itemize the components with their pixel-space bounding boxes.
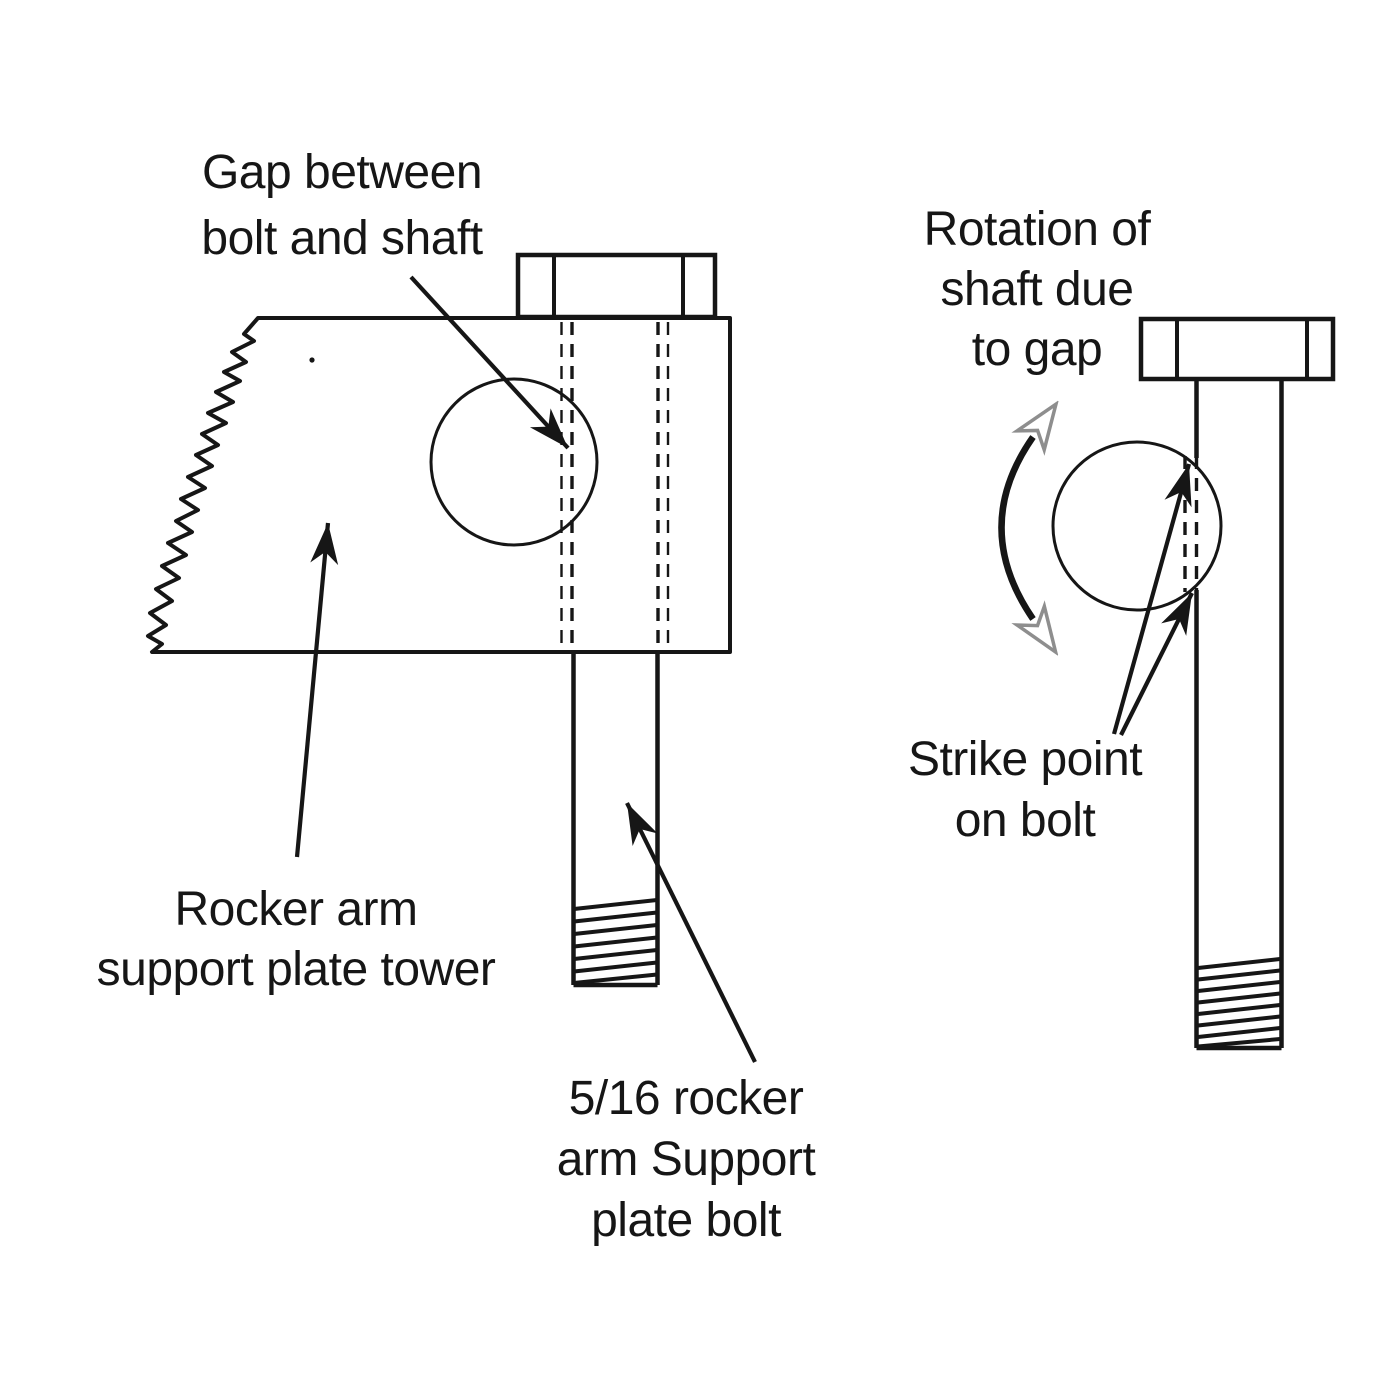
right-bolt-threads (1197, 957, 1281, 1049)
stray-dot (309, 357, 315, 363)
label-line: on bolt (954, 794, 1096, 847)
rotation-arc-arrow (998, 437, 1034, 619)
label-line: arm Support (556, 1133, 816, 1186)
bolt-size-label: 5/16 rocker arm Support plate bolt (557, 1068, 816, 1251)
right-bolt-head (1138, 316, 1336, 382)
gap-label: Gap between bolt and shaft (201, 140, 483, 272)
strike-point-arrow-upper (1111, 463, 1192, 735)
gap-callout-arrow (409, 275, 570, 450)
label-line: Gap between (201, 146, 483, 199)
label-line: to gap (971, 323, 1103, 376)
label-line: Rocker arm (174, 883, 418, 936)
label-line: support plate tower (96, 943, 496, 996)
label-line: plate bolt (591, 1194, 781, 1247)
label-line: Strike point (907, 733, 1143, 786)
gap-highlight-circle (429, 377, 599, 547)
label-line: bolt and shaft (201, 212, 483, 265)
label-line: shaft due (940, 263, 1134, 316)
left-diagram-tower-side-view (146, 252, 757, 1063)
left-bolt-head (515, 252, 718, 320)
rotation-label: Rotation of shaft due to gap (924, 200, 1151, 380)
bolt-callout-arrow (625, 802, 757, 1063)
right-diagram-bolt-rotation-view (998, 316, 1336, 1051)
tower-label: Rocker arm support plate tower (97, 880, 496, 1000)
label-line: 5/16 rocker (568, 1072, 804, 1125)
left-bolt-threads (573, 898, 658, 985)
support-plate-outline (146, 316, 732, 654)
strike-point-arrow-lower (1119, 592, 1194, 736)
tower-callout-arrow (294, 522, 339, 858)
label-line: Rotation of (923, 203, 1151, 256)
strike-point-label: Strike point on bolt (907, 729, 1143, 851)
